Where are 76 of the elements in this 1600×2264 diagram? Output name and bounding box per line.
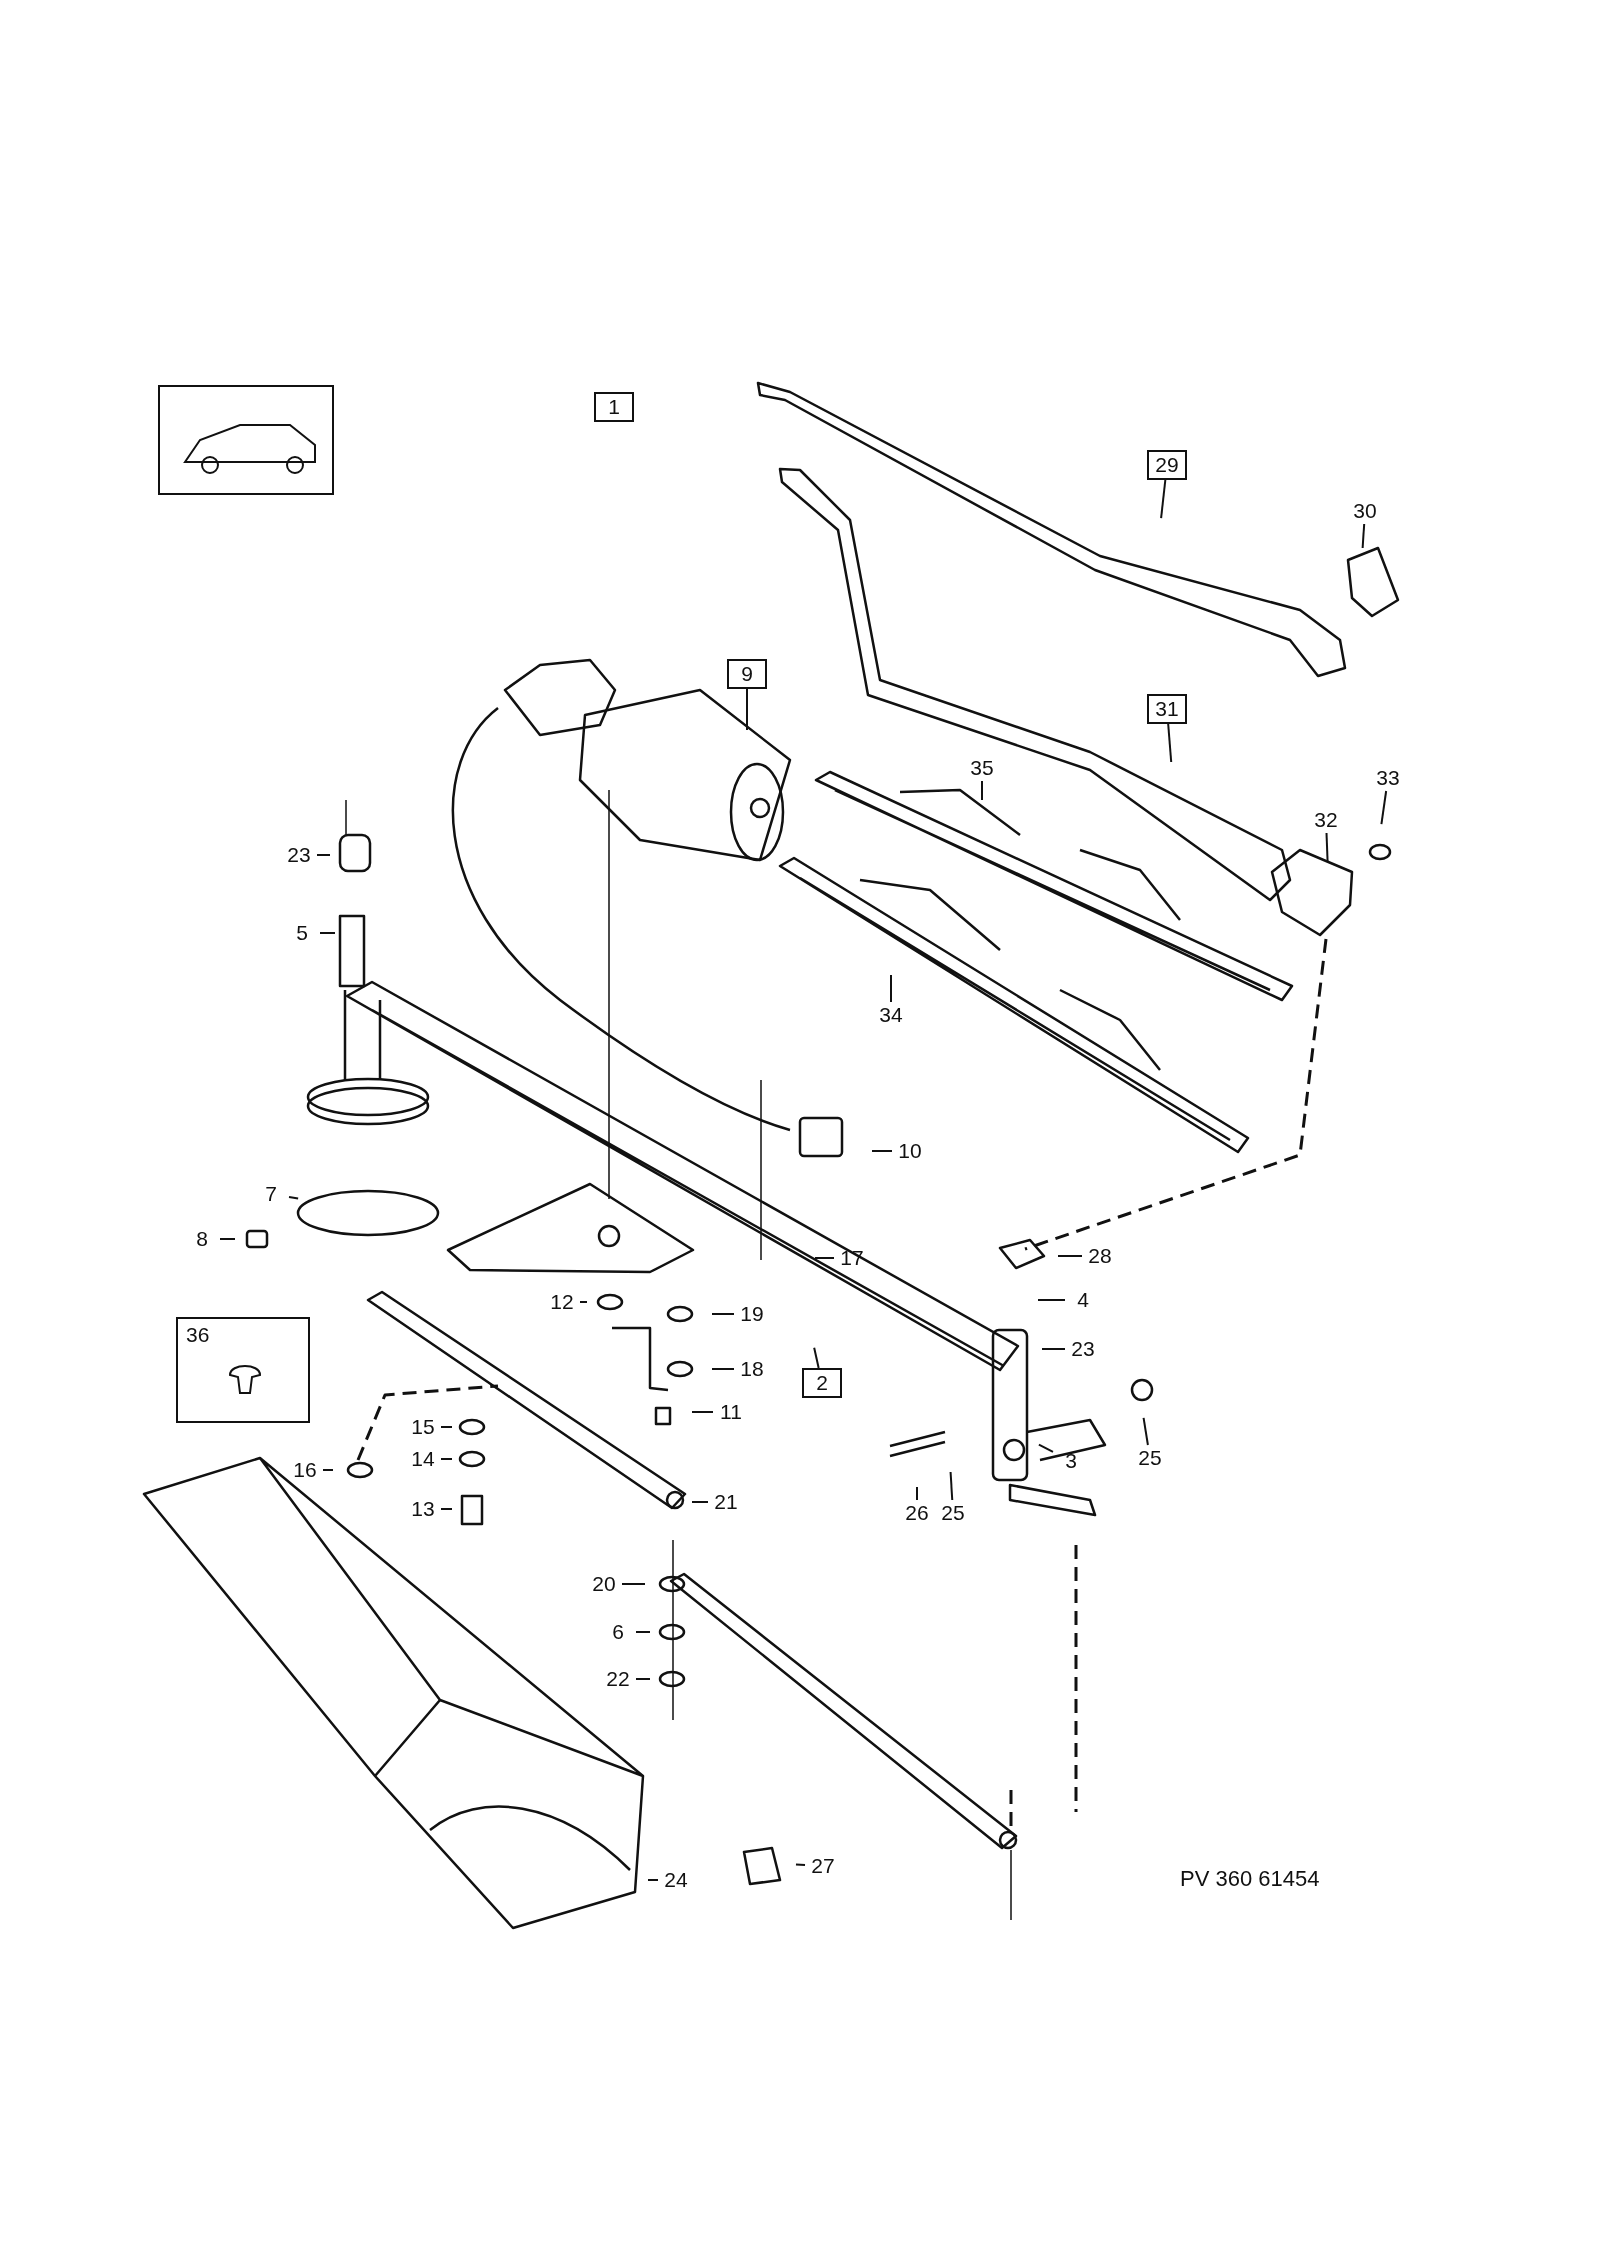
callout-number: 21 [708, 1489, 744, 1515]
leader-line [691, 1501, 709, 1503]
leader-line [981, 780, 983, 801]
callout-number: 14 [405, 1446, 441, 1472]
leader-line [647, 1879, 659, 1881]
leader-line [813, 1346, 820, 1369]
leader-line [890, 974, 892, 1003]
callout-number: 35 [964, 755, 1000, 781]
callout-number: 25 [935, 1500, 971, 1526]
callout-number: 7 [253, 1181, 289, 1207]
leader-line [1167, 723, 1173, 764]
leader-line [795, 1863, 806, 1867]
leader-line [1041, 1348, 1066, 1350]
leader-line [1361, 523, 1366, 549]
leader-line [871, 1150, 893, 1152]
callout-number: 15 [405, 1414, 441, 1440]
leader-line [635, 1678, 651, 1680]
leader-line [691, 1411, 714, 1413]
callout-number: 20 [586, 1571, 622, 1597]
leader-line [322, 1469, 334, 1471]
callout-number: 6 [600, 1619, 636, 1645]
leader-line [814, 1257, 835, 1259]
leader-line [1037, 1443, 1054, 1453]
callout-number: 16 [287, 1457, 323, 1483]
callout-number: 10 [892, 1138, 928, 1164]
callout-number: 8 [184, 1226, 220, 1252]
inset-box [176, 1317, 310, 1423]
callout-number: 32 [1308, 807, 1344, 833]
callout-number: 29 [1147, 450, 1187, 480]
callout-number: 12 [544, 1289, 580, 1315]
leader-line [316, 854, 331, 856]
callout-number: 23 [281, 842, 317, 868]
callout-number: 28 [1082, 1243, 1118, 1269]
callout-number: 1 [594, 392, 634, 422]
callout-number: 36 [186, 1323, 210, 1347]
callout-number: 17 [834, 1245, 870, 1271]
callout-number: 26 [899, 1500, 935, 1526]
leader-line [1037, 1299, 1066, 1301]
leader-line [1380, 790, 1388, 826]
leader-line [711, 1368, 735, 1370]
callout-number: 5 [284, 920, 320, 946]
callout-number: 9 [727, 659, 767, 689]
callout-number: 19 [734, 1301, 770, 1327]
leader-line [319, 932, 336, 934]
leader-line [1142, 1416, 1149, 1446]
callout-number: 27 [805, 1853, 841, 1879]
leader-line [949, 1471, 954, 1501]
callout-number: 24 [658, 1867, 694, 1893]
callout-number: 30 [1347, 498, 1383, 524]
leader-line [579, 1301, 588, 1303]
callout-number: 31 [1147, 694, 1187, 724]
leader-line [219, 1238, 236, 1240]
callout-number: 23 [1065, 1336, 1101, 1362]
leader-line [288, 1195, 300, 1200]
callout-number: 2 [802, 1368, 842, 1398]
callout-number: 3 [1053, 1448, 1089, 1474]
leader-line [1057, 1255, 1083, 1257]
leader-line [635, 1631, 651, 1633]
leader-line [440, 1458, 453, 1460]
leader-line [440, 1508, 453, 1510]
leader-line [440, 1426, 453, 1428]
leader-line [1325, 832, 1329, 863]
callout-number: 34 [873, 1002, 909, 1028]
drawing-number: PV 360 61454 [1180, 1866, 1320, 1892]
leader-line [621, 1583, 646, 1585]
callout-number: 11 [713, 1399, 749, 1425]
callout-number: 13 [405, 1496, 441, 1522]
callout-number: 22 [600, 1666, 636, 1692]
callout-number: 4 [1065, 1287, 1101, 1313]
leader-line [916, 1486, 918, 1501]
callout-number: 18 [734, 1356, 770, 1382]
leader-line [1160, 479, 1167, 520]
callout-number: 25 [1132, 1445, 1168, 1471]
leader-line [746, 688, 748, 731]
callout-number: 33 [1370, 765, 1406, 791]
leader-line [711, 1313, 735, 1315]
